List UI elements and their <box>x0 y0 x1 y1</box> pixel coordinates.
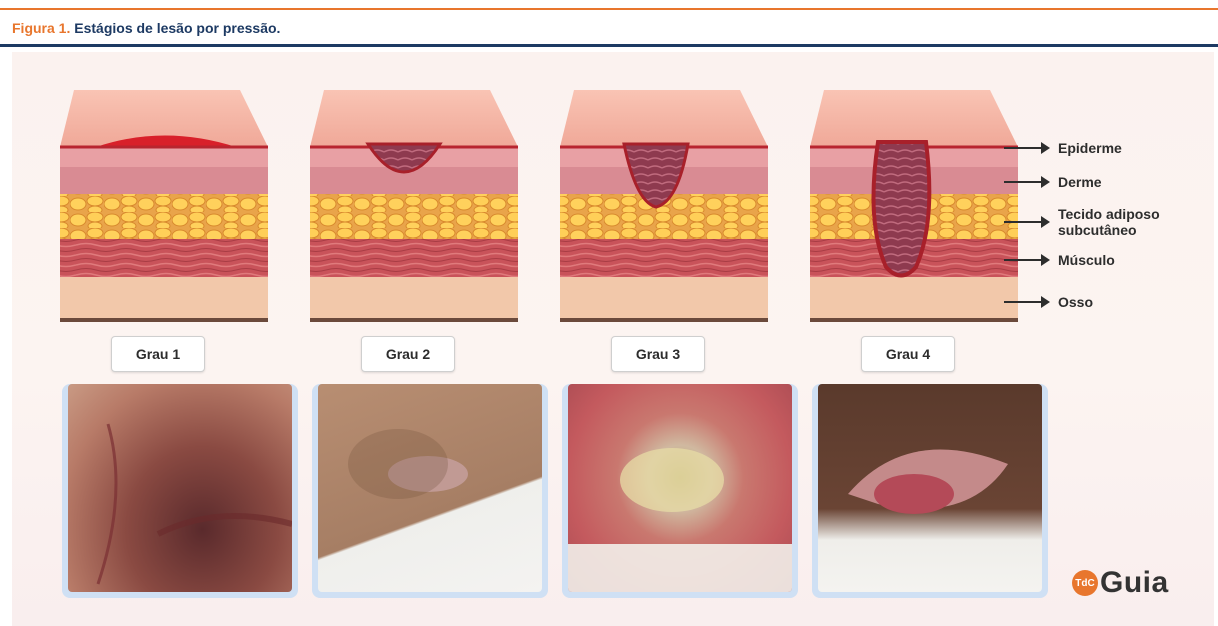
arrow-icon <box>1004 147 1042 149</box>
stage-badge: Grau 3 <box>611 336 705 372</box>
figure-panel: Grau 1 Grau 2 <box>12 52 1214 626</box>
legend-tecido-adiposo: Tecido adiposo subcutâneo <box>1004 206 1178 238</box>
arrow-icon <box>1004 181 1042 183</box>
arrow-icon <box>1004 221 1042 223</box>
wound-photo-grau-4 <box>818 384 1042 592</box>
title-rule <box>0 44 1218 47</box>
stage-badge: Grau 1 <box>111 336 205 372</box>
legend-derme: Derme <box>1004 174 1102 190</box>
arrow-icon <box>1004 259 1042 261</box>
skin-section-grau-4 <box>786 52 1041 332</box>
photo-frame <box>62 384 298 598</box>
layer-legend: Epiderme Derme Tecido adiposo subcutâneo… <box>1004 130 1218 370</box>
photo-frame <box>812 384 1048 598</box>
photo-frame <box>562 384 798 598</box>
wound-photo-grau-1 <box>68 384 292 592</box>
brand-word: Guia <box>1100 566 1169 600</box>
photo-frame <box>312 384 548 598</box>
figure-title: Figura 1. Estágios de lesão por pressão. <box>12 20 280 36</box>
figure-caption: Estágios de lesão por pressão. <box>74 20 280 36</box>
stage-2: Grau 2 <box>286 52 541 626</box>
skin-section-grau-2 <box>286 52 541 332</box>
skin-section-grau-1 <box>36 52 291 332</box>
skin-section-grau-3 <box>536 52 791 332</box>
wound-photo-grau-3 <box>568 384 792 592</box>
wound-photo-grau-2 <box>318 384 542 592</box>
legend-epiderme: Epiderme <box>1004 140 1122 156</box>
stage-badge: Grau 4 <box>861 336 955 372</box>
stage-1: Grau 1 <box>36 52 291 626</box>
stage-4: Grau 4 <box>786 52 1041 626</box>
arrow-icon <box>1004 301 1042 303</box>
stage-badge: Grau 2 <box>361 336 455 372</box>
stage-3: Grau 3 <box>536 52 791 626</box>
brand-logo: TdC Guia <box>1072 566 1169 600</box>
legend-osso: Osso <box>1004 294 1093 310</box>
figure-number: Figura 1. <box>12 20 70 36</box>
top-accent-line <box>0 8 1218 10</box>
brand-mark-icon: TdC <box>1072 570 1098 596</box>
legend-musculo: Músculo <box>1004 252 1115 268</box>
